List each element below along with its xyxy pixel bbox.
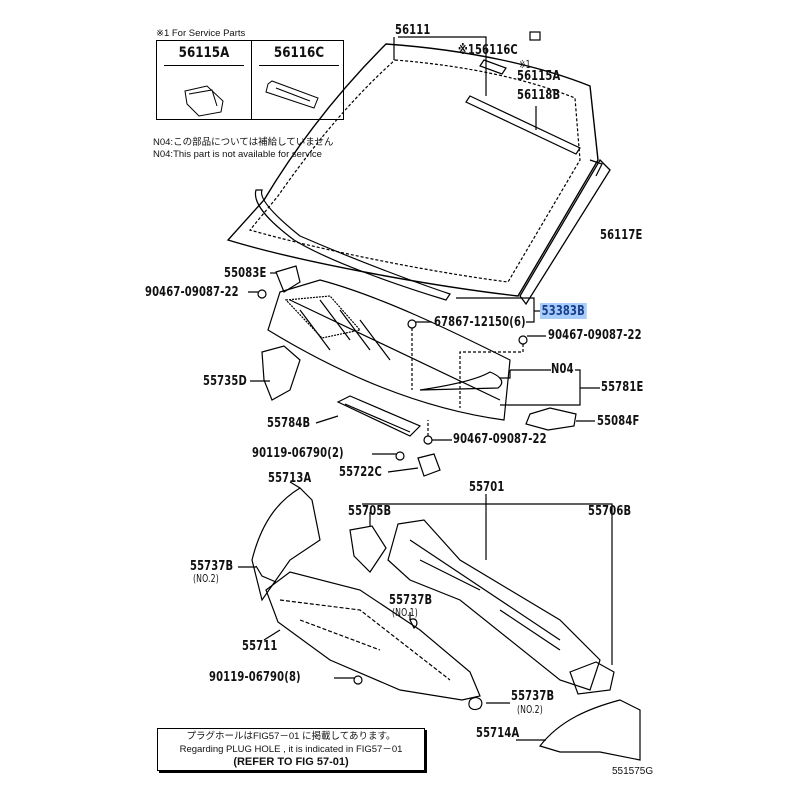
part-sublabel: (NO.1): [392, 607, 418, 619]
clip-67867: [407, 319, 417, 329]
part-label[interactable]: 55713A: [268, 470, 312, 486]
grommet-55737b-2: [409, 618, 418, 629]
upper-molding: [465, 95, 581, 155]
figure-id: 551575G: [612, 766, 654, 777]
part-label[interactable]: 56115A: [517, 68, 561, 84]
note-en: Regarding PLUG HOLE , it is indicated in…: [179, 744, 403, 755]
cowl-louver: [267, 279, 511, 421]
panel-55713a: [251, 487, 321, 602]
bracket-55722c: [417, 453, 441, 477]
panel-55714a: [538, 699, 641, 761]
side-molding: [254, 189, 451, 301]
part-label[interactable]: 90119-06790(8): [209, 669, 301, 685]
bracket-55083e: [275, 265, 301, 293]
part-sublabel: (NO.2): [517, 704, 543, 716]
clip-90467-a: [257, 289, 267, 299]
part-label[interactable]: 55722C: [339, 464, 382, 480]
part-label[interactable]: 56117E: [600, 227, 643, 243]
plug-hole-note: プラグホールはFIG57－01 に掲載してあります。 Regarding PLU…: [157, 728, 425, 771]
part-label[interactable]: 56118B: [517, 87, 561, 103]
legend-column: 56115A: [157, 41, 251, 119]
part-label-highlighted[interactable]: 53383B: [540, 303, 587, 319]
bracket-55735d: [261, 345, 301, 401]
grommet-55737b-1: [255, 565, 277, 583]
part-label[interactable]: 55714A: [476, 725, 520, 741]
part-label[interactable]: 55711: [242, 638, 278, 654]
windshield-glass: [226, 43, 599, 297]
clip-56116c-icon: [252, 66, 346, 126]
clip-56116c: [479, 59, 507, 75]
part-label[interactable]: 55735D: [203, 373, 247, 389]
bolt-90119-a: [395, 451, 405, 461]
part-label[interactable]: 55781E: [601, 379, 644, 395]
part-label[interactable]: 55083E: [224, 265, 267, 281]
bracket-55706b: [569, 661, 615, 695]
seal-n04: [419, 371, 503, 391]
part-label[interactable]: 55705B: [348, 503, 392, 519]
part-label[interactable]: 90119-06790(2): [252, 445, 344, 461]
part-label[interactable]: 55737B: [389, 592, 433, 608]
part-label[interactable]: 56111: [395, 22, 431, 38]
part-label[interactable]: N04: [551, 361, 574, 377]
legend-title: ※1 For Service Parts: [156, 28, 246, 39]
dash-panel-55701: [387, 519, 601, 691]
note-n04-jp: N04:この部品については補給していません: [153, 137, 334, 148]
part-label[interactable]: 55084F: [597, 413, 640, 429]
part-label[interactable]: 55706B: [588, 503, 632, 519]
part-label[interactable]: 55737B: [511, 688, 555, 704]
part-note-marker: ※1: [519, 59, 531, 71]
part-label[interactable]: 55784B: [267, 415, 311, 431]
note-n04-en: N04:This part is not available for servi…: [153, 149, 322, 160]
legend-header: 56116C: [259, 41, 339, 66]
part-label[interactable]: 90467-09087-22: [145, 284, 239, 300]
part-label[interactable]: 55701: [469, 479, 505, 495]
clip-90467-c: [423, 435, 433, 445]
legend-column: 56116C: [251, 41, 346, 119]
note-refer: (REFER TO FIG 57-01): [233, 756, 349, 768]
clip-56115a-icon: [157, 66, 251, 126]
part-sublabel: (NO.2): [193, 573, 219, 585]
service-parts-legend: 56115A 56116C: [156, 40, 344, 120]
note-jp: プラグホールはFIG57－01 に掲載してあります。: [186, 731, 396, 742]
bracket-55705b: [349, 525, 387, 573]
part-label[interactable]: ※156116C: [458, 42, 518, 58]
grommet-55737b-3: [468, 696, 483, 711]
cover-55084f: [525, 407, 577, 431]
bolt-90119-b: [353, 675, 363, 685]
part-label[interactable]: 90467-09087-22: [453, 431, 547, 447]
clip-90467-b: [518, 335, 528, 345]
part-label[interactable]: 67867-12150(6): [434, 314, 526, 330]
panel-55784b: [336, 395, 422, 437]
dash-insulator-55711: [265, 571, 481, 701]
windshield-molding: [519, 158, 611, 306]
part-label[interactable]: 90467-09087-22: [548, 327, 642, 343]
clip-56115a: [529, 31, 541, 41]
legend-header: 56115A: [164, 41, 244, 66]
part-label[interactable]: 55737B: [190, 558, 234, 574]
